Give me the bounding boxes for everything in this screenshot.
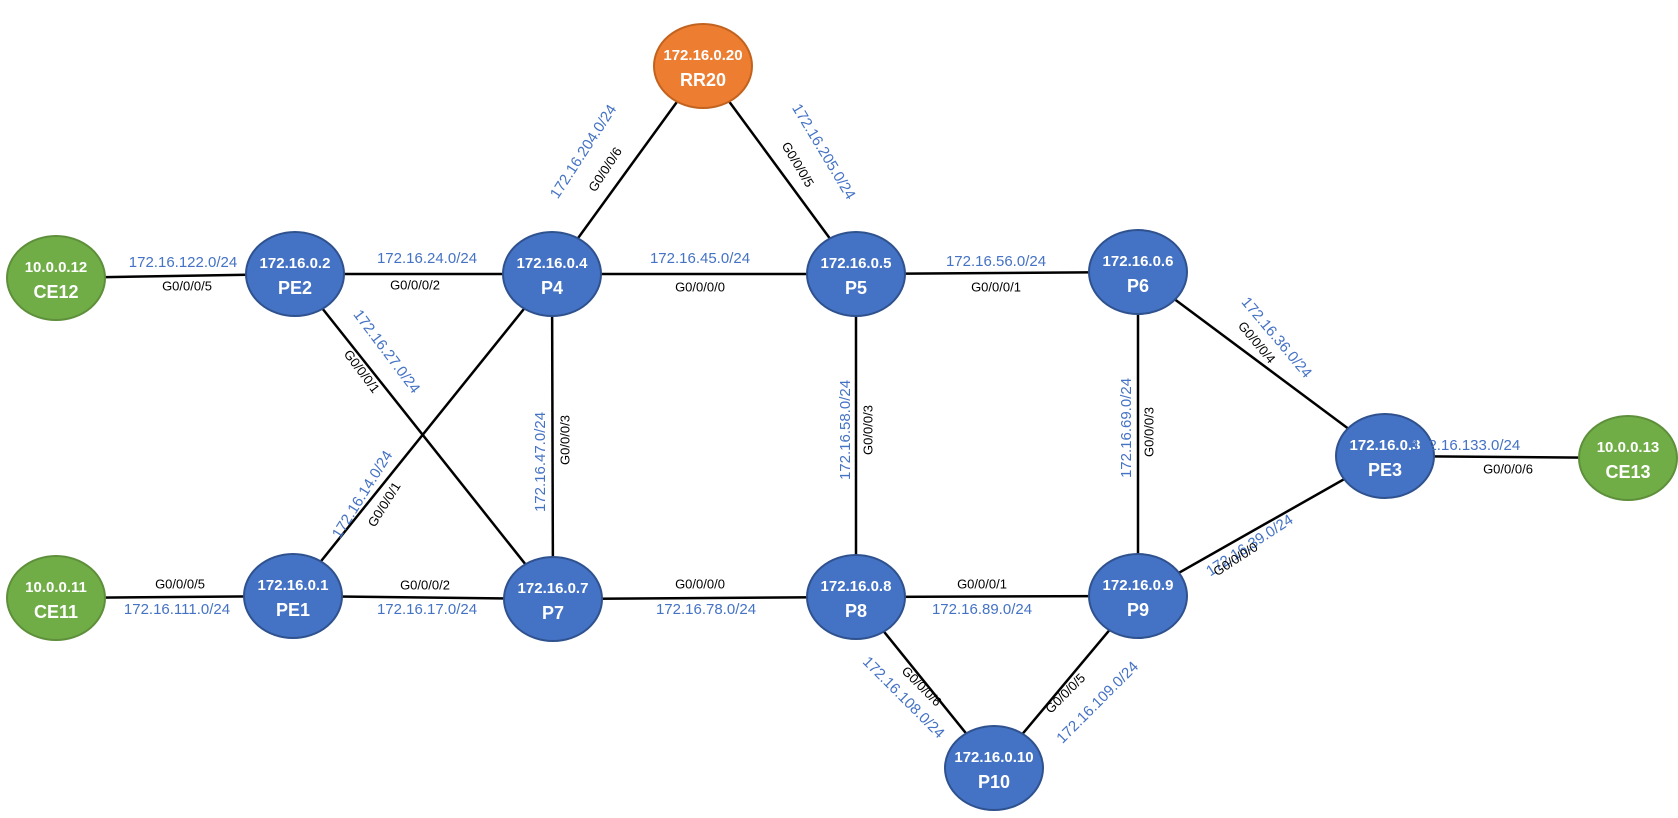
node-ip-label: 172.16.0.8 bbox=[821, 578, 892, 595]
node-name-label: PE2 bbox=[278, 278, 312, 298]
node-ip-label: 172.16.0.1 bbox=[258, 577, 329, 594]
link-p4-p7 bbox=[550, 273, 555, 600]
link-subnet-label: 172.16.56.0/24 bbox=[946, 253, 1046, 270]
node-ip-label: 10.0.0.11 bbox=[25, 579, 87, 596]
link-subnet-label: 172.16.133.0/24 bbox=[1412, 437, 1520, 454]
node-ip-label: 172.16.0.5 bbox=[821, 255, 892, 272]
node-ip-label: 172.16.0.10 bbox=[954, 749, 1033, 766]
node-ip-label: 172.16.0.3 bbox=[1350, 437, 1421, 454]
link-pe2-p7 bbox=[294, 273, 554, 600]
node-circle bbox=[944, 725, 1044, 811]
node-p8: 172.16.0.8P8 bbox=[806, 554, 906, 640]
node-p9: 172.16.0.9P9 bbox=[1088, 553, 1188, 639]
node-circle bbox=[6, 555, 106, 641]
link-pe1-p4 bbox=[292, 273, 553, 597]
link-subnet-label: 172.16.109.0/24 bbox=[1053, 658, 1142, 747]
node-ip-label: 172.16.0.7 bbox=[518, 580, 589, 597]
link-subnet-label: 172.16.58.0/24 bbox=[837, 380, 854, 480]
node-circle bbox=[243, 553, 343, 639]
node-circle bbox=[1578, 415, 1678, 501]
node-name-label: CE11 bbox=[34, 602, 78, 622]
link-subnet-label: 172.16.27.0/24 bbox=[350, 307, 424, 397]
link-subnet-label: 172.16.78.0/24 bbox=[656, 601, 756, 618]
node-name-label: PE3 bbox=[1368, 460, 1402, 480]
node-name-label: PE1 bbox=[276, 600, 310, 620]
link-subnet-label: 172.16.17.0/24 bbox=[377, 601, 477, 618]
node-name-label: P8 bbox=[845, 601, 867, 621]
node-ip-label: 172.16.0.9 bbox=[1103, 577, 1174, 594]
node-name-label: P10 bbox=[978, 772, 1010, 792]
node-name-label: P6 bbox=[1127, 276, 1149, 296]
node-ip-label: 172.16.0.20 bbox=[663, 47, 742, 64]
node-p6: 172.16.0.6P6 bbox=[1088, 229, 1188, 315]
link-interface-label: G0/0/0/0 bbox=[675, 576, 725, 591]
node-circle bbox=[502, 231, 602, 317]
link-p6-pe3 bbox=[1137, 270, 1386, 458]
node-circle bbox=[806, 554, 906, 640]
link-interface-label: G0/0/0/3 bbox=[1141, 407, 1156, 457]
link-interface-label: G0/0/0/1 bbox=[957, 576, 1007, 591]
link-subnet-label: 172.16.122.0/24 bbox=[129, 254, 237, 271]
node-circle bbox=[1088, 553, 1188, 639]
link-interface-label: G0/0/0/2 bbox=[400, 577, 450, 592]
node-circle bbox=[653, 23, 753, 109]
node-name-label: P7 bbox=[542, 603, 564, 623]
node-p5: 172.16.0.5P5 bbox=[806, 231, 906, 317]
node-circle bbox=[245, 231, 345, 317]
link-interface-label: G0/0/0/2 bbox=[390, 277, 440, 292]
link-subnet-label: 172.16.47.0/24 bbox=[532, 412, 549, 512]
link-subnet-label: 172.16.24.0/24 bbox=[377, 250, 477, 267]
node-name-label: P9 bbox=[1127, 600, 1149, 620]
node-ip-label: 172.16.0.2 bbox=[260, 255, 331, 272]
link-interface-label: G0/0/0/5 bbox=[162, 278, 212, 293]
node-name-label: P4 bbox=[541, 278, 563, 298]
link-interface-label: G0/0/0/5 bbox=[155, 576, 205, 591]
link-interface-label: G0/0/0/3 bbox=[557, 415, 572, 465]
link-interface-label: G0/0/0/0 bbox=[675, 279, 725, 294]
node-name-label: CE13 bbox=[1605, 462, 1650, 482]
node-p7: 172.16.0.7P7 bbox=[503, 556, 603, 642]
link-subnet-label: 172.16.89.0/24 bbox=[932, 601, 1032, 618]
link-interface-label: G0/0/0/1 bbox=[341, 347, 383, 396]
node-name-label: CE12 bbox=[33, 282, 78, 302]
node-ip-label: 172.16.0.6 bbox=[1103, 253, 1174, 270]
link-interface-label: G0/0/0/6 bbox=[1483, 461, 1533, 476]
node-ip-label: 172.16.0.4 bbox=[517, 255, 589, 272]
node-circle bbox=[6, 235, 106, 321]
node-circle bbox=[806, 231, 906, 317]
node-name-label: P5 bbox=[845, 278, 867, 298]
link-interface-label: G0/0/0/1 bbox=[971, 279, 1021, 294]
link-subnet-label: 172.16.69.0/24 bbox=[1118, 378, 1135, 478]
link-interface-label: G0/0/0/3 bbox=[860, 405, 875, 455]
node-p4: 172.16.0.4P4 bbox=[502, 231, 602, 317]
link-subnet-label: 172.16.45.0/24 bbox=[650, 250, 750, 267]
node-circle bbox=[503, 556, 603, 642]
node-ip-label: 10.0.0.13 bbox=[1597, 439, 1660, 456]
node-circle bbox=[1335, 413, 1435, 499]
node-ip-label: 10.0.0.12 bbox=[25, 259, 88, 276]
link-subnet-label: 172.16.111.0/24 bbox=[124, 601, 230, 618]
link-p7-p8 bbox=[552, 595, 857, 601]
node-name-label: RR20 bbox=[680, 70, 726, 90]
node-circle bbox=[1088, 229, 1188, 315]
